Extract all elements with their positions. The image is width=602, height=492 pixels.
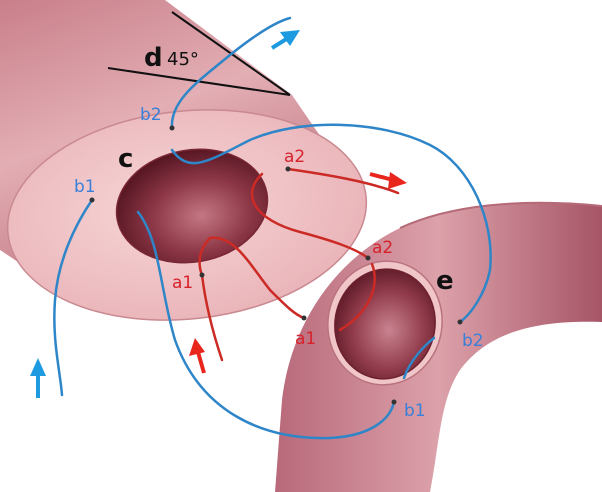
suture-b2-upper: [170, 16, 292, 130]
vessel-e-label: e: [436, 266, 454, 296]
suture-a2-link: [250, 172, 370, 260]
angle-value-label: 45°: [167, 49, 199, 70]
blue-arrow-bottom-left: [30, 358, 46, 398]
point-a1-left: [199, 272, 205, 278]
vessel-c-label: c: [118, 144, 133, 174]
suture-a2-right-inner: [338, 262, 376, 332]
point-a2-left: [285, 166, 291, 172]
right-vessel-lumen: [334, 268, 436, 380]
suture-points: [89, 125, 463, 405]
suture-b1-long: [136, 210, 396, 440]
left-vessel: [0, 0, 368, 321]
label-b2-left: b2: [140, 105, 162, 125]
suture-a1-inner: [198, 236, 212, 277]
label-b2-right: b2: [462, 331, 484, 351]
suture-a2-outer: [286, 167, 400, 195]
point-b2-left: [169, 125, 175, 131]
suture-a1-outer: [200, 273, 224, 362]
label-a2-right: a2: [372, 238, 393, 258]
blue-sutures: [53, 16, 492, 440]
red-sutures: [198, 167, 400, 362]
point-b1-right: [391, 399, 397, 405]
red-arrow-a2: [369, 172, 407, 189]
point-a1-right: [301, 315, 307, 321]
red-arrow-a1: [189, 338, 206, 374]
suture-b2-long: [170, 123, 492, 324]
suture-b1-right-inner: [402, 336, 436, 380]
label-a2-left: a2: [284, 147, 305, 167]
left-vessel-lumen: [115, 148, 269, 264]
label-b1-left: b1: [74, 177, 96, 197]
label-a1-right: a1: [295, 329, 316, 349]
suture-b1-left: [53, 198, 94, 397]
angle-letter-label: d: [144, 43, 163, 73]
label-b1-right: b1: [404, 401, 426, 421]
point-a2-right: [365, 255, 371, 261]
label-a1-left: a1: [172, 273, 193, 293]
suture-a1-link: [208, 236, 306, 320]
point-b1-left: [89, 197, 95, 203]
point-b2-right: [457, 319, 463, 325]
right-vessel: [275, 201, 602, 492]
blue-arrow-top: [270, 30, 300, 50]
